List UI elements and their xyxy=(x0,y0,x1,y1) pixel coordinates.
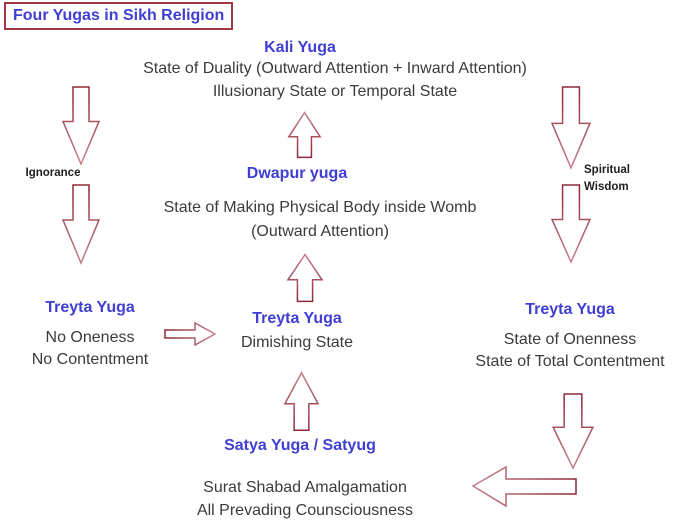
stage-desc-dwapur-1: State of Making Physical Body inside Wom… xyxy=(163,199,477,216)
right-arrow-icon xyxy=(164,321,216,347)
left-arrow-icon xyxy=(471,466,577,507)
stage-desc-satya-2: All Prevading Counsciousness xyxy=(196,502,414,519)
down-arrow-icon xyxy=(552,393,594,469)
down-arrow-icon xyxy=(551,86,591,169)
stage-desc-dwapur-2: (Outward Attention) xyxy=(251,223,389,240)
up-arrow-icon xyxy=(287,254,323,302)
flow-label-ignorance: Ignorance xyxy=(25,167,81,179)
stage-heading-kali: Kali Yuga xyxy=(264,39,336,56)
stage-desc-treyta-left-1: No Oneness xyxy=(45,329,135,346)
stage-desc-treyta-right-1: State of Onenness xyxy=(503,331,637,348)
stage-heading-treyta-center: Treyta Yuga xyxy=(252,310,342,327)
stage-heading-satya: Satya Yuga / Satyug xyxy=(224,437,376,454)
flow-label-wisdom: Wisdom xyxy=(584,181,629,193)
down-arrow-icon xyxy=(62,86,100,165)
stage-desc-kali-1: State of Duality (Outward Attention + In… xyxy=(143,60,527,77)
stage-desc-kali-2: Illusionary State or Temporal State xyxy=(212,83,458,100)
stage-desc-satya-1: Surat Shabad Amalgamation xyxy=(203,479,407,496)
stage-heading-treyta-right: Treyta Yuga xyxy=(525,301,615,318)
stage-desc-treyta-center-1: Dimishing State xyxy=(240,334,354,351)
stage-heading-treyta-left: Treyta Yuga xyxy=(45,299,135,316)
down-arrow-icon xyxy=(551,184,591,263)
stage-desc-treyta-right-2: State of Total Contentment xyxy=(475,353,665,370)
up-arrow-icon xyxy=(288,112,321,158)
up-arrow-icon xyxy=(284,372,319,431)
flow-label-spiritual: Spiritual xyxy=(584,164,631,176)
down-arrow-icon xyxy=(62,184,100,264)
stage-heading-dwapur: Dwapur yuga xyxy=(246,165,348,182)
diagram-title: Four Yugas in Sikh Religion xyxy=(4,2,234,30)
stage-desc-treyta-left-2: No Contentment xyxy=(31,351,149,368)
